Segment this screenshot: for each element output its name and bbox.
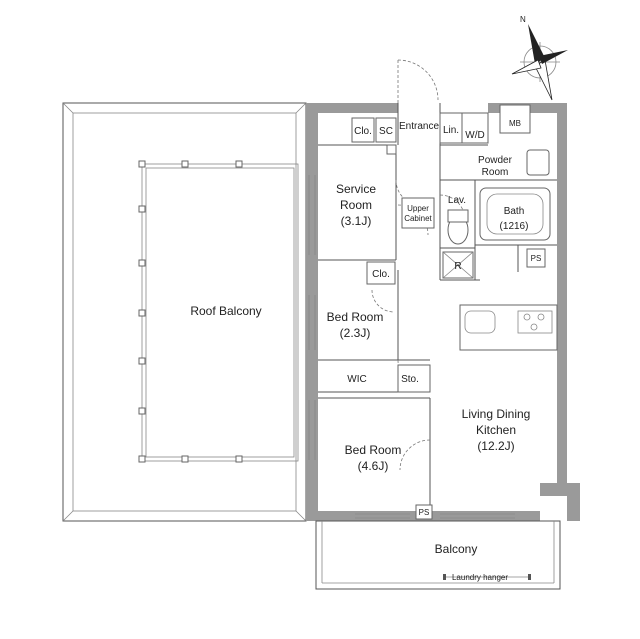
service-room-label-2: Room [340, 198, 372, 212]
balcony: Balcony Laundry hanger [315, 520, 561, 590]
bed-room-small-label-1: Bed Room [327, 310, 384, 324]
ldk-label-2: Kitchen [476, 423, 516, 437]
powder-room-label-2: Room [482, 167, 509, 178]
balcony-label: Balcony [435, 542, 478, 556]
wic-label: WIC [347, 374, 366, 385]
ldk-label-1: Living Dining [462, 407, 531, 421]
lin-label: Lin. [443, 125, 459, 136]
entrance-label: Entrance [399, 121, 439, 132]
upper-cabinet-label-1: Upper [407, 204, 429, 213]
bath-label-2: (1216) [500, 221, 529, 232]
roof-balcony-label: Roof Balcony [190, 304, 261, 318]
service-room-label-1: Service [336, 182, 376, 196]
ldk-label-3: (12.2J) [477, 439, 514, 453]
windows [308, 175, 515, 519]
wd-label: W/D [465, 130, 484, 141]
sc-label: SC [379, 126, 393, 137]
clo-mid-label: Clo. [372, 269, 390, 280]
sto-label: Sto. [401, 374, 419, 385]
roof-balcony: Roof Balcony [62, 102, 307, 522]
laundry-hanger-label: Laundry hanger [452, 573, 508, 582]
fixtures [351, 104, 558, 520]
powder-room-label-1: Powder [478, 155, 513, 166]
bed-room-small-label-2: (2.3J) [340, 326, 371, 340]
r-label: R [454, 261, 461, 272]
ps-bottom-label: PS [419, 508, 430, 517]
ps-right-label: PS [531, 254, 542, 263]
compass-icon: N [511, 15, 568, 101]
clo-top-label: Clo. [354, 126, 372, 137]
room-labels: Service Room (3.1J) Bed Room (2.3J) Bed … [327, 121, 531, 473]
bed-room-large-label-2: (4.6J) [358, 459, 389, 473]
north-label: N [520, 15, 526, 24]
fixture-labels: Clo. SC Lin. W/D MB PS PS R Clo. [354, 119, 541, 517]
lav-label: Lav. [448, 195, 466, 206]
bed-room-large-label-1: Bed Room [345, 443, 402, 457]
mb-label: MB [509, 119, 521, 128]
bath-label-1: Bath [504, 206, 525, 217]
service-room-label-3: (3.1J) [341, 214, 372, 228]
upper-cabinet-label-2: Cabinet [404, 214, 432, 223]
